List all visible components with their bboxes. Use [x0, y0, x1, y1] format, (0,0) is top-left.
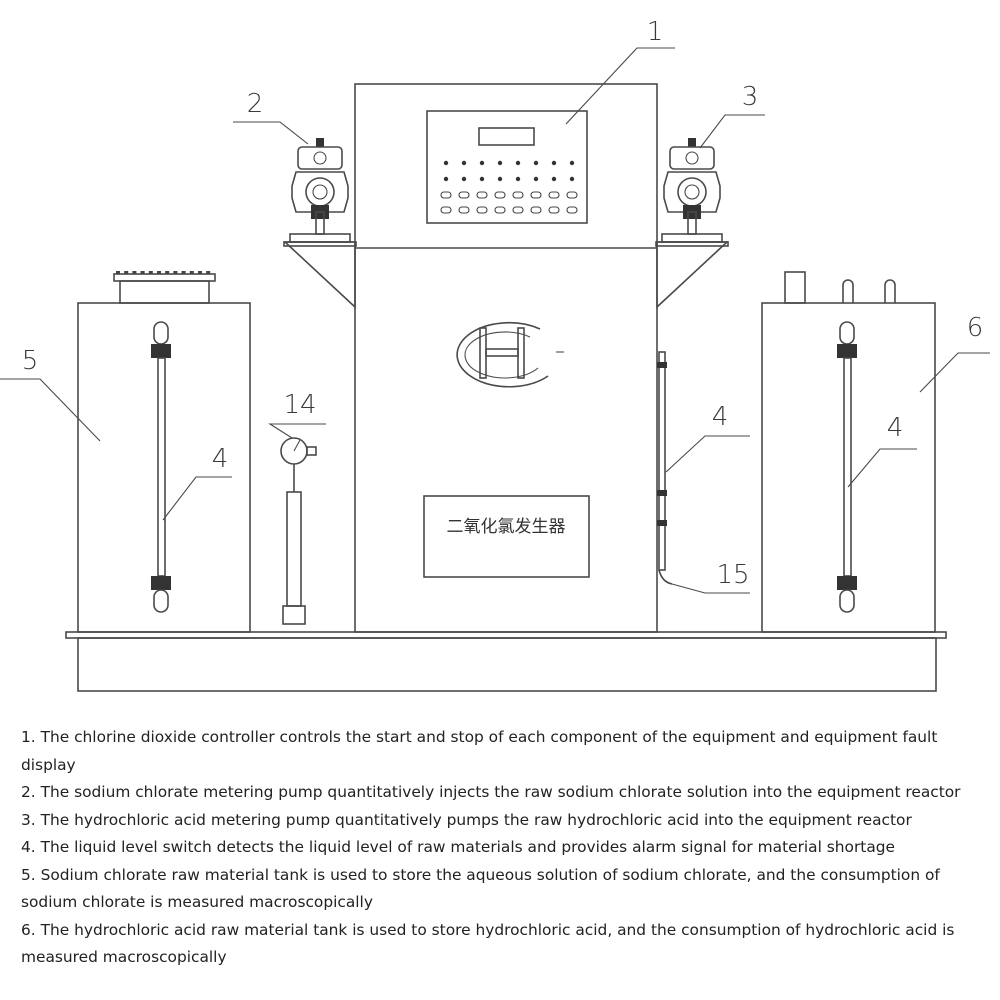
- lid-tooth: [206, 271, 211, 274]
- control-button: [458, 206, 470, 214]
- callout-4-cabinet: 4: [712, 402, 729, 432]
- tank-lid: [116, 271, 211, 274]
- indicator-light: [551, 160, 557, 166]
- lid-tooth: [148, 271, 153, 274]
- control-button: [440, 206, 452, 214]
- controller-panel: [426, 110, 588, 224]
- liquid-level-gauge-left: [151, 321, 171, 613]
- generator-cabinet: [282, 83, 730, 633]
- hydrochloric-acid-metering-pump: [655, 138, 729, 247]
- sodium-chlorate-metering-pump: [283, 138, 357, 247]
- callout-leaders: [0, 47, 990, 594]
- legend-item: 5. Sodium chlorate raw material tank is …: [21, 865, 940, 912]
- lid-tooth: [181, 271, 186, 274]
- indicator-light: [461, 160, 467, 166]
- control-button: [530, 206, 542, 214]
- indicator-light: [443, 176, 449, 182]
- nameplate: 二氧化氯发生器: [423, 495, 590, 578]
- indicator-light: [479, 160, 485, 166]
- lid-tooth: [132, 271, 137, 274]
- lid-tooth: [124, 271, 129, 274]
- sodium-chlorate-tank: [77, 271, 251, 633]
- indicator-light: [443, 160, 449, 166]
- callout-2: 2: [247, 89, 264, 119]
- indicator-light: [533, 176, 539, 182]
- control-button: [512, 206, 524, 214]
- lid-tooth: [189, 271, 194, 274]
- control-button: [494, 191, 506, 199]
- component-legend: 1. The chlorine dioxide controller contr…: [21, 724, 981, 972]
- callout-4-left: 4: [212, 444, 229, 474]
- generator-drawing: 二氧化氯发生器: [0, 17, 990, 692]
- liquid-level-gauge-right: [837, 321, 857, 613]
- indicator-light: [569, 160, 575, 166]
- control-button: [530, 191, 542, 199]
- legend-item: 2. The sodium chlorate metering pump qua…: [21, 783, 961, 801]
- callout-5: 5: [22, 346, 39, 376]
- indicator-light: [515, 176, 521, 182]
- control-button: [512, 191, 524, 199]
- lid-tooth: [140, 271, 145, 274]
- control-button: [476, 191, 488, 199]
- control-button: [548, 206, 560, 214]
- callout-14: 14: [283, 390, 316, 420]
- base-platform: [65, 631, 947, 692]
- control-button: [566, 191, 578, 199]
- indicator-light: [515, 160, 521, 166]
- indicator-light: [461, 176, 467, 182]
- legend-item: 3. The hydrochloric acid metering pump q…: [21, 810, 912, 829]
- control-button: [494, 206, 506, 214]
- callout-3: 3: [742, 82, 759, 112]
- nameplate-text: 二氧化氯发生器: [447, 517, 566, 537]
- lid-tooth: [157, 271, 161, 274]
- indicator-light: [551, 176, 557, 182]
- callout-6: 6: [967, 313, 984, 343]
- control-button: [566, 206, 578, 214]
- callout-4-right: 4: [887, 413, 904, 443]
- lid-tooth: [198, 271, 202, 274]
- control-button: [548, 191, 560, 199]
- indicator-light: [497, 160, 503, 166]
- control-button: [458, 191, 470, 199]
- indicator-lights: [443, 160, 575, 182]
- callout-15: 15: [716, 560, 749, 590]
- legend-item: 4. The liquid level switch detects the l…: [21, 838, 895, 856]
- pressure-gauge-stand: [280, 437, 317, 625]
- hydrochloric-acid-tank: [761, 271, 936, 633]
- lid-tooth: [173, 271, 178, 274]
- callout-1: 1: [647, 17, 664, 47]
- indicator-light: [569, 176, 575, 182]
- legend-item: 1. The chlorine dioxide controller contr…: [21, 728, 938, 774]
- callout-numbers: 1 2 3 5 6 4 4 4 14 15: [22, 17, 984, 590]
- lid-tooth: [165, 271, 170, 274]
- indicator-light: [533, 160, 539, 166]
- control-button: [476, 206, 488, 214]
- control-buttons: [440, 191, 578, 214]
- indicator-light: [479, 176, 485, 182]
- lid-tooth: [116, 271, 120, 274]
- legend-item: 6. The hydrochloric acid raw material ta…: [21, 920, 955, 967]
- liquid-level-gauge-cabinet: [657, 351, 673, 585]
- company-logo: [456, 322, 564, 388]
- control-button: [440, 191, 452, 199]
- indicator-light: [497, 176, 503, 182]
